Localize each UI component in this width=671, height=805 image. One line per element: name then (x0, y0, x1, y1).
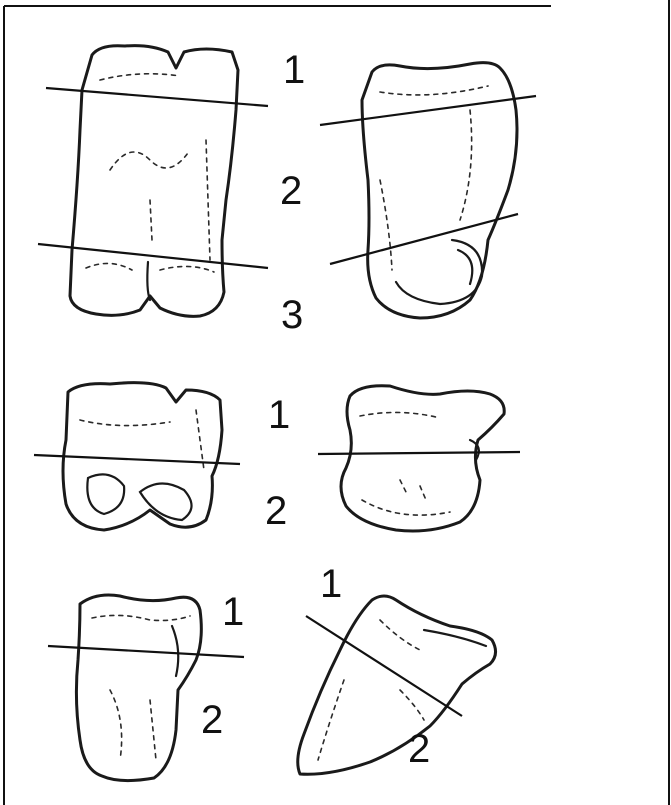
region-label: 2 (265, 489, 287, 533)
figure-bottom-right (298, 596, 496, 774)
figure-bottom-left (48, 595, 244, 781)
bone-outline-middle-right (341, 386, 504, 531)
figure-middle-right (318, 386, 520, 531)
section-line (318, 452, 520, 454)
figure-middle-left (34, 383, 240, 530)
region-label: 1 (283, 48, 305, 92)
region-label: 1 (320, 562, 342, 606)
region-label: 2 (201, 698, 223, 742)
bone-outline-bottom-right (298, 596, 496, 774)
region-label: 2 (408, 727, 430, 771)
region-label: 3 (281, 293, 303, 337)
region-label: 1 (222, 590, 244, 634)
figure-top-right (320, 63, 536, 318)
region-label: 2 (280, 169, 302, 213)
bone-outline-bottom-left (76, 595, 201, 781)
region-label: 1 (268, 393, 290, 437)
bone-outline-top-left (70, 46, 238, 317)
figure-top-left (38, 46, 268, 317)
